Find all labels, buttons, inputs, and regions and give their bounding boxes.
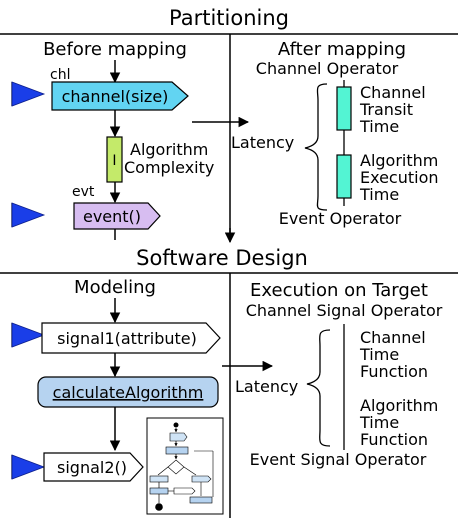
- event-box-label: event(): [83, 207, 141, 226]
- channel-signal-operator-label: Channel Signal Operator: [246, 301, 443, 320]
- channel-size-box[interactable]: channel(size): [51, 81, 189, 111]
- channel-transit-bar: [336, 86, 352, 131]
- flag-icon: [11, 202, 46, 228]
- modeling-heading: Modeling: [74, 277, 156, 298]
- partitioning-title: Partitioning: [169, 6, 289, 30]
- flag-icon: [11, 81, 46, 107]
- evt-label: evt: [72, 184, 95, 200]
- event-signal-operator-label: Event Signal Operator: [250, 450, 427, 469]
- before-mapping-heading: Before mapping: [43, 39, 187, 60]
- software-design-title: Software Design: [136, 246, 308, 270]
- channel-operator-label: Channel Operator: [256, 59, 399, 78]
- channel-transit-line1: Channel: [360, 83, 426, 102]
- algorithm-execution-line3: Time: [359, 185, 399, 204]
- signal2-box-label: signal2(): [57, 458, 127, 477]
- algorithm-time-line1: Algorithm: [360, 396, 438, 415]
- channel-time-line1: Channel: [360, 328, 426, 347]
- channel-size-label: channel(size): [62, 87, 169, 106]
- algorithm-execution-bar: [336, 154, 352, 199]
- calculate-algorithm-box[interactable]: calculateAlgorithm: [37, 376, 219, 408]
- algorithm-flowchart-thumbnail: [146, 417, 224, 515]
- flag-icon: [11, 454, 46, 480]
- latency-label-bottom: Latency: [235, 377, 298, 396]
- calculate-algorithm-label: calculateAlgorithm: [53, 383, 204, 402]
- algorithm-time-line3: Function: [360, 430, 428, 449]
- algorithm-complexity-block[interactable]: I: [106, 136, 123, 183]
- algorithm-execution-line2: Execution: [360, 168, 439, 187]
- signal1-box[interactable]: signal1(attribute): [41, 322, 221, 354]
- channel-time-line3: Function: [360, 362, 428, 381]
- channel-transit-line3: Time: [359, 117, 399, 136]
- execution-on-target-heading: Execution on Target: [250, 280, 428, 301]
- latency-label-top: Latency: [231, 133, 294, 152]
- latency-brace-bottom: [306, 329, 331, 447]
- algorithm-execution-line1: Algorithm: [360, 151, 438, 170]
- flag-icon: [11, 322, 46, 348]
- after-mapping-heading: After mapping: [278, 39, 406, 60]
- chl-label: chl: [50, 67, 70, 83]
- algorithm-time-line2: Time: [359, 413, 399, 432]
- channel-transit-line2: Transit: [359, 100, 413, 119]
- latency-brace-top: [304, 83, 328, 211]
- signal1-box-label: signal1(attribute): [57, 329, 197, 348]
- event-box[interactable]: event(): [73, 202, 161, 230]
- algorithm-complexity-label-line2: Complexity: [124, 158, 214, 177]
- event-operator-label: Event Operator: [279, 209, 402, 228]
- signal2-box[interactable]: signal2(): [43, 452, 144, 482]
- channel-time-line2: Time: [359, 345, 399, 364]
- algorithm-complexity-label-line1: Algorithm: [130, 140, 208, 159]
- algorithm-glyph: I: [112, 153, 116, 169]
